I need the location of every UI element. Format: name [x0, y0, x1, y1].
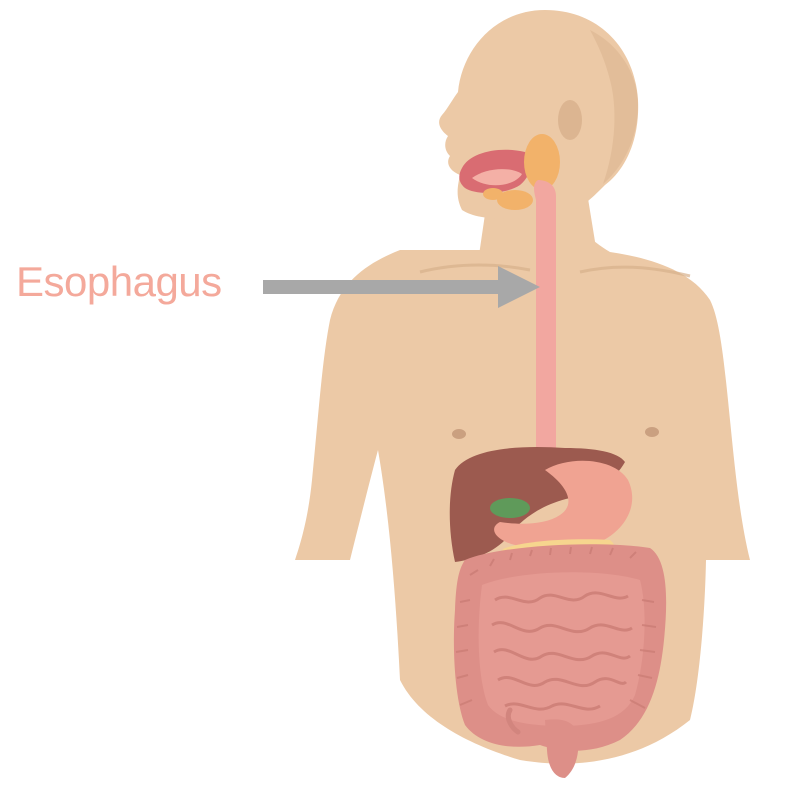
esophagus-label: Esophagus: [16, 258, 222, 306]
salivary-gland-sublingual: [483, 188, 503, 200]
nipple-left: [452, 429, 466, 439]
ear: [558, 100, 582, 140]
esophagus: [534, 180, 556, 470]
arrow-shaft: [263, 280, 513, 294]
gallbladder: [490, 498, 530, 518]
rectum: [545, 719, 578, 778]
nipple-right: [645, 427, 659, 437]
